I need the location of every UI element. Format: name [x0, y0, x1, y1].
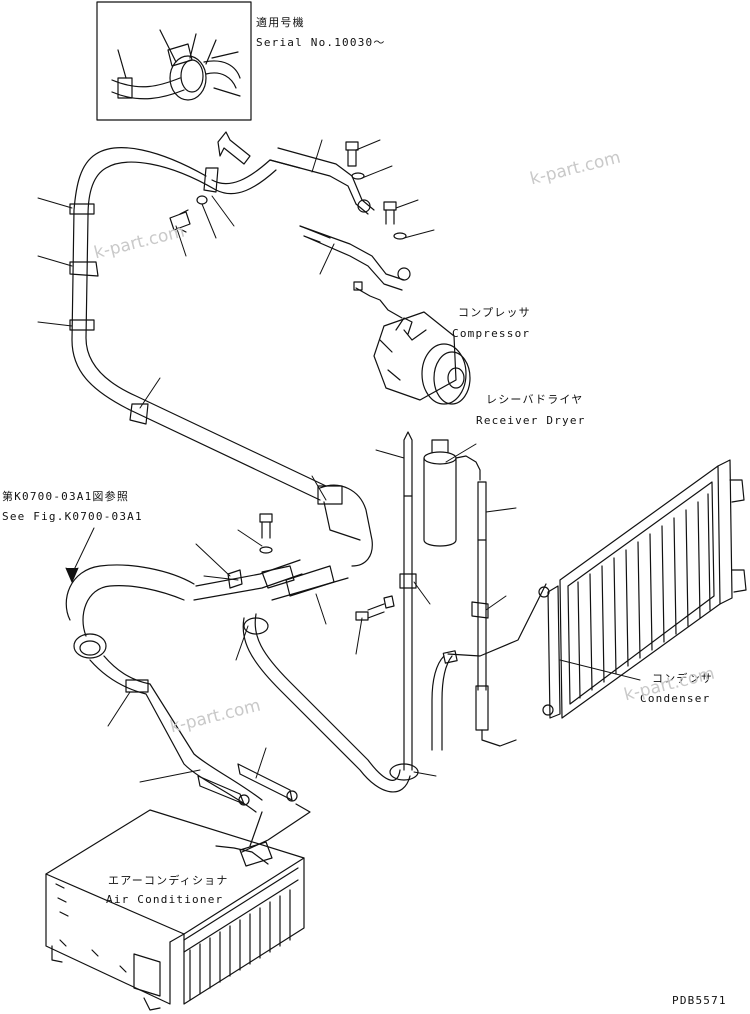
- see-fig-label-jp: 第K0700-03A1図参照: [2, 490, 130, 503]
- condenser-inlet-pipe: [432, 656, 452, 750]
- condenser-label-jp: コンデンサ: [652, 672, 713, 685]
- suction-hose: [70, 148, 326, 500]
- aircon-label-jp: エアーコンディショナ: [108, 874, 229, 887]
- compressor: [374, 312, 470, 404]
- receiver-label-en: Receiver Dryer: [476, 414, 586, 427]
- drawing-code: PDB5571: [672, 994, 727, 1007]
- inset-detail: [97, 2, 251, 120]
- liquid-pipes: [400, 432, 516, 770]
- hose-clamp: [318, 486, 342, 504]
- direction-arrow: [218, 132, 250, 164]
- bolts-top: [170, 142, 406, 239]
- aircon-label-en: Air Conditioner: [106, 893, 224, 906]
- see-fig-label-en: See Fig.K0700-03A1: [2, 510, 143, 523]
- air-conditioner-unit: [46, 810, 304, 1010]
- connector: [354, 282, 362, 290]
- compressor-label-en: Compressor: [452, 327, 531, 340]
- condenser-inlet-pipe: [448, 584, 546, 656]
- fitting: [443, 651, 457, 663]
- compressor-label-jp: コンプレッサ: [458, 306, 531, 319]
- compressor-wire: [356, 288, 402, 318]
- leader-lines: [38, 140, 640, 782]
- receiver-label-jp: レシーバドライヤ: [486, 393, 584, 406]
- condenser-label-en: Condenser: [640, 692, 711, 705]
- inset-title-jp: 適用号機: [256, 16, 305, 29]
- lower-hoses: [66, 560, 418, 864]
- hose-bracket: [324, 502, 360, 540]
- receiver-dryer: [424, 440, 480, 546]
- condenser: [539, 460, 746, 718]
- inset-serial: Serial No.10030～: [256, 36, 386, 49]
- bolts-middle: [228, 514, 394, 620]
- discharge-hose: [270, 148, 410, 290]
- hose-bracket: [320, 485, 372, 566]
